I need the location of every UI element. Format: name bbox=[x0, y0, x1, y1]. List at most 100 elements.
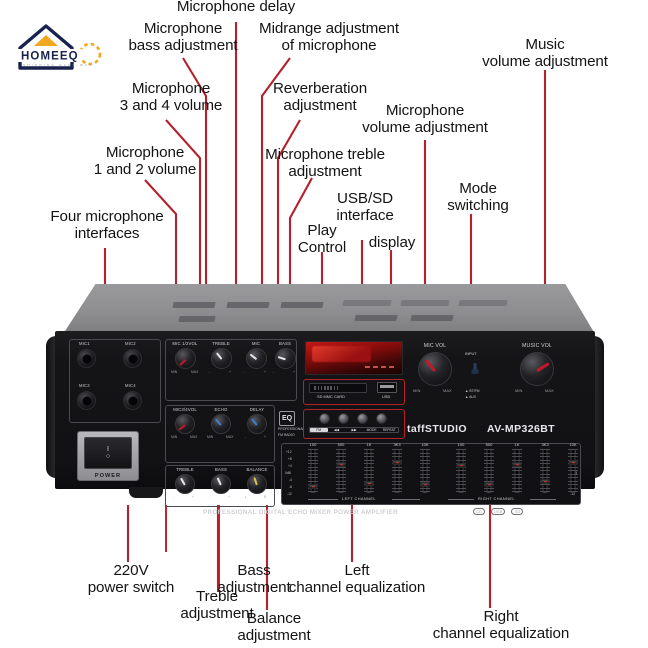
cert-ce: CE bbox=[473, 508, 485, 515]
eq-slider-cap[interactable] bbox=[568, 460, 578, 465]
annotation-mic-1-2-volume: Microphone 1 and 2 volume bbox=[93, 144, 197, 179]
knob-dial[interactable] bbox=[211, 474, 231, 494]
annotation-microphone-volume: Microphone volume adjustment bbox=[362, 102, 488, 137]
annotation-music-volume: Music volume adjustment bbox=[482, 36, 608, 71]
knob-max-label: + bbox=[192, 495, 194, 499]
knob-dial[interactable] bbox=[175, 474, 195, 494]
lcd-segments bbox=[365, 366, 395, 369]
mic-jack-2[interactable] bbox=[123, 349, 142, 368]
eq-scale-left: +4 bbox=[288, 464, 292, 468]
mic-jack-group-frame bbox=[69, 339, 161, 423]
product-tagline: PROFESSIONAL DIGITAL ECHO MIXER POWER AM… bbox=[203, 509, 398, 516]
play-control-legend: FM ◀◀ ▶▶ MODE REPEAT bbox=[309, 427, 399, 433]
toggle-knob[interactable] bbox=[471, 369, 479, 374]
knob-dial[interactable] bbox=[247, 474, 267, 494]
eq-slider-cap[interactable] bbox=[456, 463, 466, 468]
fm-radio-label: FM RADIO bbox=[278, 433, 295, 437]
eq-band-frequency: 100 bbox=[457, 442, 465, 447]
eq-slider-left-500[interactable]: 500 bbox=[332, 442, 350, 493]
eq-band-frequency: 3K3 bbox=[393, 442, 401, 447]
mic-jack-4[interactable] bbox=[123, 391, 142, 410]
vent-slot bbox=[342, 300, 392, 306]
knob-dial[interactable] bbox=[175, 414, 195, 434]
annotation-four-mic-interfaces: Four microphone interfaces bbox=[50, 208, 164, 243]
eq-slider-right-100[interactable]: 100 bbox=[452, 442, 470, 493]
eq-slider-cap[interactable] bbox=[392, 460, 402, 465]
eq-scale-left: +8 bbox=[288, 457, 292, 461]
knob-label: MIC 1/2VOL bbox=[172, 341, 198, 346]
knob-dial[interactable] bbox=[520, 352, 554, 386]
usb-port[interactable] bbox=[377, 382, 397, 393]
play-button-mode[interactable] bbox=[376, 413, 387, 424]
annotation-play-control: Play Control bbox=[297, 222, 347, 257]
eq-slider-cap[interactable] bbox=[336, 462, 346, 467]
vent-slot bbox=[178, 316, 216, 322]
annotation-right-channel-eq: Right channel equalization bbox=[432, 608, 570, 643]
eq-slider-left-100[interactable]: 100 bbox=[304, 442, 322, 493]
certification-marks: CE USB SD bbox=[473, 508, 524, 515]
knob-pointer bbox=[253, 477, 259, 486]
knob-dial[interactable] bbox=[247, 414, 267, 434]
left-channel-rule bbox=[308, 499, 338, 500]
eq-slider-left-3K3[interactable]: 3K3 bbox=[388, 442, 406, 493]
usb-slot-label: USB bbox=[382, 394, 390, 399]
knob-max-label: MAX bbox=[443, 388, 452, 393]
knob-pointer bbox=[216, 477, 223, 486]
knob-label: ECHO bbox=[214, 407, 228, 412]
play-button-prev[interactable] bbox=[338, 413, 349, 424]
lcd-display bbox=[305, 341, 403, 375]
legend-fm: FM bbox=[310, 428, 328, 432]
power-switch-housing: I ○ POWER bbox=[77, 431, 139, 481]
cert-usb: USB bbox=[490, 508, 506, 515]
knob-pointer bbox=[251, 418, 258, 426]
eq-slider-cap[interactable] bbox=[420, 482, 430, 487]
mic-jack-1[interactable] bbox=[77, 349, 96, 368]
knob-dial[interactable] bbox=[246, 348, 267, 369]
amplifier-faceplate: MIC1 MIC2 MIC3 MIC4 I ○ POWER MIC 1/2VOL bbox=[55, 331, 595, 516]
knob-dial[interactable] bbox=[418, 352, 452, 386]
knob-pointer bbox=[215, 352, 223, 361]
eq-slider-ticks bbox=[540, 449, 550, 493]
input-switch-label: INPUT bbox=[465, 351, 477, 356]
input-selector-switch[interactable]: INPUT bbox=[463, 351, 487, 383]
eq-slider-cap[interactable] bbox=[484, 482, 494, 487]
knob-max-label: + bbox=[229, 370, 231, 374]
legend-prev: ◀◀ bbox=[333, 428, 339, 432]
eq-slider-cap[interactable] bbox=[540, 479, 550, 484]
knob-dial[interactable] bbox=[175, 348, 196, 369]
eq-slider-cap[interactable] bbox=[364, 481, 374, 486]
knob-pointer bbox=[180, 477, 187, 486]
power-switch-rocker[interactable]: I ○ bbox=[84, 437, 132, 469]
knob-dial[interactable] bbox=[275, 348, 296, 369]
annotation-bass-adjustment: Bass adjustment bbox=[217, 562, 291, 597]
play-button-fm[interactable] bbox=[319, 413, 330, 424]
eq-slider-ticks bbox=[336, 449, 346, 493]
left-channel-label: LEFT CHANNEL bbox=[342, 496, 376, 501]
toggle-stem bbox=[473, 363, 477, 372]
eq-slider-ticks bbox=[456, 449, 466, 493]
eq-slider-right-10K[interactable]: 10K bbox=[564, 442, 582, 493]
amplifier-top-shell bbox=[63, 284, 595, 334]
knob-min-label: - bbox=[244, 370, 246, 374]
eq-slider-right-3K3[interactable]: 3K3 bbox=[536, 442, 554, 493]
eq-slider-cap[interactable] bbox=[308, 484, 318, 489]
knob-min-label: MIN bbox=[207, 435, 214, 439]
knob-min-label: - bbox=[173, 495, 175, 499]
eq-slider-left-1K[interactable]: 1K bbox=[360, 442, 378, 493]
eq-slider-left-10K[interactable]: 10K bbox=[416, 442, 434, 493]
eq-badge: EQ bbox=[279, 411, 295, 426]
sd-card-slot[interactable] bbox=[309, 383, 367, 393]
knob-dial[interactable] bbox=[211, 348, 232, 369]
knob-label: BASS bbox=[278, 341, 292, 346]
eq-slider-right-1K[interactable]: 1K bbox=[508, 442, 526, 493]
annotation-usb-sd-interface: USB/SD interface bbox=[336, 190, 394, 225]
model-number: AV-MP326BT bbox=[487, 423, 555, 435]
mic-jack-3[interactable] bbox=[77, 391, 96, 410]
eq-slider-right-500[interactable]: 500 bbox=[480, 442, 498, 493]
eq-slider-cap[interactable] bbox=[512, 462, 522, 467]
eq-scale-left: +12 bbox=[286, 450, 292, 454]
eq-slider-ticks bbox=[568, 449, 578, 493]
play-button-next[interactable] bbox=[357, 413, 368, 424]
knob-dial[interactable] bbox=[211, 414, 231, 434]
legend-next: ▶▶ bbox=[351, 428, 357, 432]
